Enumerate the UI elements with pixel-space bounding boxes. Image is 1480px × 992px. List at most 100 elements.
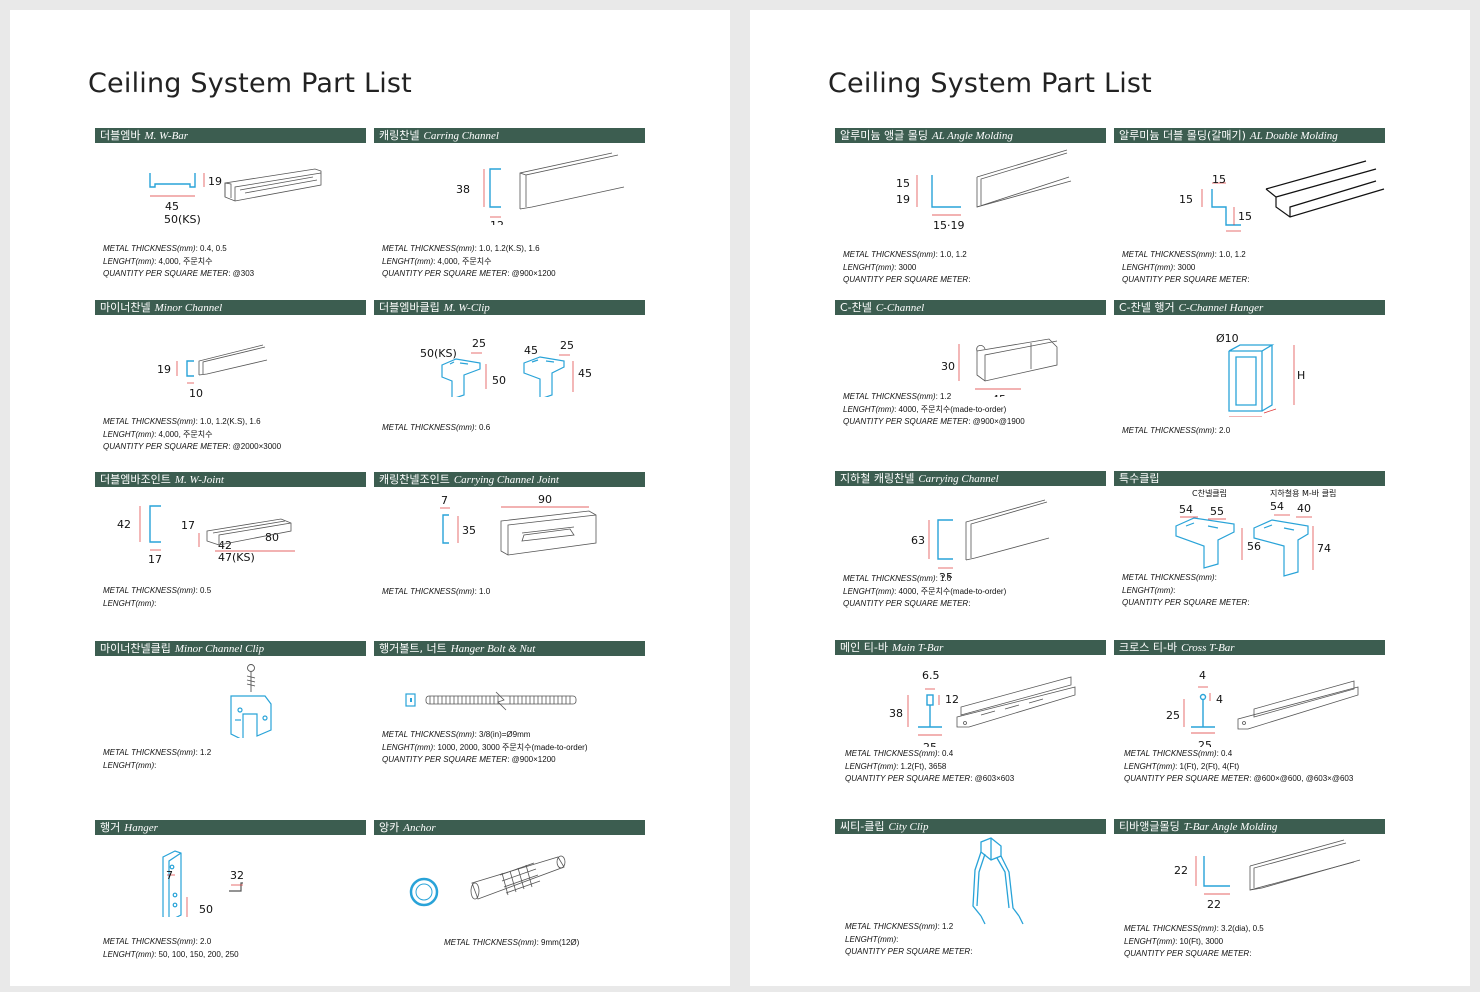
spec-key: METAL THICKNESS(mm) [1122,250,1215,259]
spec-row: METAL THICKNESS(mm): 1.0, 1.2(K.S), 1.6 [103,416,281,429]
spec-value: : 4,000, 주문치수 [154,429,213,439]
spec-row: METAL THICKNESS(mm): 1.2 [103,747,211,760]
dim-label: 32 [230,869,244,882]
part-drawing: 7 50 32 [95,837,366,917]
part-name-en: C-Channel Hanger [1178,302,1264,314]
spec-value: : 0.4 [1216,749,1233,758]
spec-row: QUANTITY PER SQUARE METER: [1122,274,1249,287]
part-name-ko: 더블엠바클립 [379,301,440,314]
spec-list: METAL THICKNESS(mm): 9mm(12Ø) [444,937,579,950]
spec-value: : [1247,598,1250,607]
spec-key: LENGHT(mm) [103,760,155,770]
spec-value: : 1.0, 1.2(K.S), 1.6 [474,244,540,253]
part-name-en: AL Angle Molding [931,130,1013,142]
spec-list: METAL THICKNESS(mm): 1.2 LENGHT(mm): 400… [843,391,1025,429]
spec-key: LENGHT(mm) [845,934,897,944]
dim-label: 54 [1179,503,1193,516]
spec-key: QUANTITY PER SQUARE METER [1124,949,1250,958]
dim-label: 12 [945,693,959,706]
spec-key: METAL THICKNESS(mm) [843,574,936,583]
spec-value: : @900×@1900 [968,417,1025,426]
spec-value: : 1000, 2000, 3000 주문치수(made-to-order) [433,742,588,752]
spec-row: METAL THICKNESS(mm): 2.0 [1122,425,1230,438]
dim-label: 25 [560,339,574,352]
dim-label: 12 [490,219,504,225]
spec-row: METAL THICKNESS(mm): 0.4, 0.5 [103,243,254,256]
spec-key: METAL THICKNESS(mm) [382,244,475,253]
dim-label: 6.5 [922,669,940,682]
spec-row: METAL THICKNESS(mm): 1.0, 1.2 [1122,249,1249,262]
part-name-ko: 더블엠바 [100,129,141,142]
spec-row: METAL THICKNESS(mm): 1.6 [843,573,1006,586]
spec-list: METAL THICKNESS(mm): 3/8(in)=Ø9mm LENGHT… [382,729,588,767]
spec-row: QUANTITY PER SQUARE METER: @900×1200 [382,754,588,767]
part-drawing: 4 4 25 25 [1114,657,1385,747]
part-name-ko: 알루미늄 더블 몰딩(갈매기) [1119,129,1246,142]
spec-row: LENGHT(mm): [103,760,211,773]
spec-list: METAL THICKNESS(mm): 0.4, 0.5 LENGHT(mm)… [103,243,254,281]
dim-label: 50(KS) [164,213,201,225]
part-name-en: Cross T-Bar [1181,642,1235,654]
spec-row: LENGHT(mm): 3000 [1122,262,1249,275]
spec-value: : 1.0, 1.2 [1214,250,1246,259]
dim-label: 90 [538,493,552,506]
spec-row: METAL THICKNESS(mm): 0.6 [382,422,490,435]
part-drawing: 15 19 15·19 [835,145,1106,235]
spec-key: METAL THICKNESS(mm) [843,250,936,259]
spec-row: LENGHT(mm): [845,934,972,947]
spec-key: METAL THICKNESS(mm) [382,423,475,432]
dim-label: 30 [941,360,955,373]
spec-key: QUANTITY PER SQUARE METER [103,269,229,278]
spec-key: QUANTITY PER SQUARE METER [382,755,508,764]
spec-row: METAL THICKNESS(mm): 9mm(12Ø) [444,937,579,950]
spec-value: : 4,000, 주문치수 [154,256,213,266]
spec-row: METAL THICKNESS(mm): 1.2 [843,391,1025,404]
spec-list: METAL THICKNESS(mm): 1.6 LENGHT(mm): 400… [843,573,1006,611]
spec-value: : @900×1200 [507,755,556,764]
part-drawing [95,658,366,738]
spec-key: QUANTITY PER SQUARE METER [843,275,969,284]
part-name-ko: C-찬넬 행거 [1119,301,1175,314]
part-drawing: C찬넬클립 지하철용 M-바 클립 54 55 56 54 40 74 [1114,488,1385,583]
spec-list: METAL THICKNESS(mm): 1.2 LENGHT(mm): [103,747,211,772]
spec-list: METAL THICKNESS(mm): 0.4 LENGHT(mm): 1(F… [1124,748,1353,786]
part-name-ko: 캐링찬넬조인트 [379,473,450,486]
part-drawing: 7 35 90 [374,489,645,574]
part-drawing: 42 17 17 42 47(KS) 80 [95,489,366,574]
part-name-en: Carring Channel [423,130,499,142]
dim-label: 45 [992,393,1006,397]
spec-value: : 1.0, 1.2 [935,250,967,259]
part-name-ko: C-찬넬 [840,301,872,314]
spec-row: QUANTITY PER SQUARE METER: @303 [103,268,254,281]
part-name-en: M. W-Bar [144,130,189,142]
spec-key: LENGHT(mm) [1122,262,1174,272]
spec-value: : 3.2(dia), 0.5 [1216,924,1264,933]
spec-key: METAL THICKNESS(mm) [845,922,938,931]
spec-key: LENGHT(mm) [103,429,155,439]
page-title: Ceiling System Part List [88,68,412,99]
dim-label: 25 [472,337,486,350]
part-name-en: City Clip [888,821,929,833]
spec-value: : 0.6 [474,423,491,432]
spec-list: METAL THICKNESS(mm): 1.2 LENGHT(mm): QUA… [845,921,972,959]
part-name-ko: 특수클립 [1119,472,1160,485]
spec-key: METAL THICKNESS(mm) [382,587,475,596]
part-name-ko: 씨티-클립 [840,820,885,833]
spec-value: : 10(Ft), 3000 [1175,936,1224,946]
spec-row: QUANTITY PER SQUARE METER: @900×@1900 [843,416,1025,429]
dim-label: 54 [1270,500,1284,513]
